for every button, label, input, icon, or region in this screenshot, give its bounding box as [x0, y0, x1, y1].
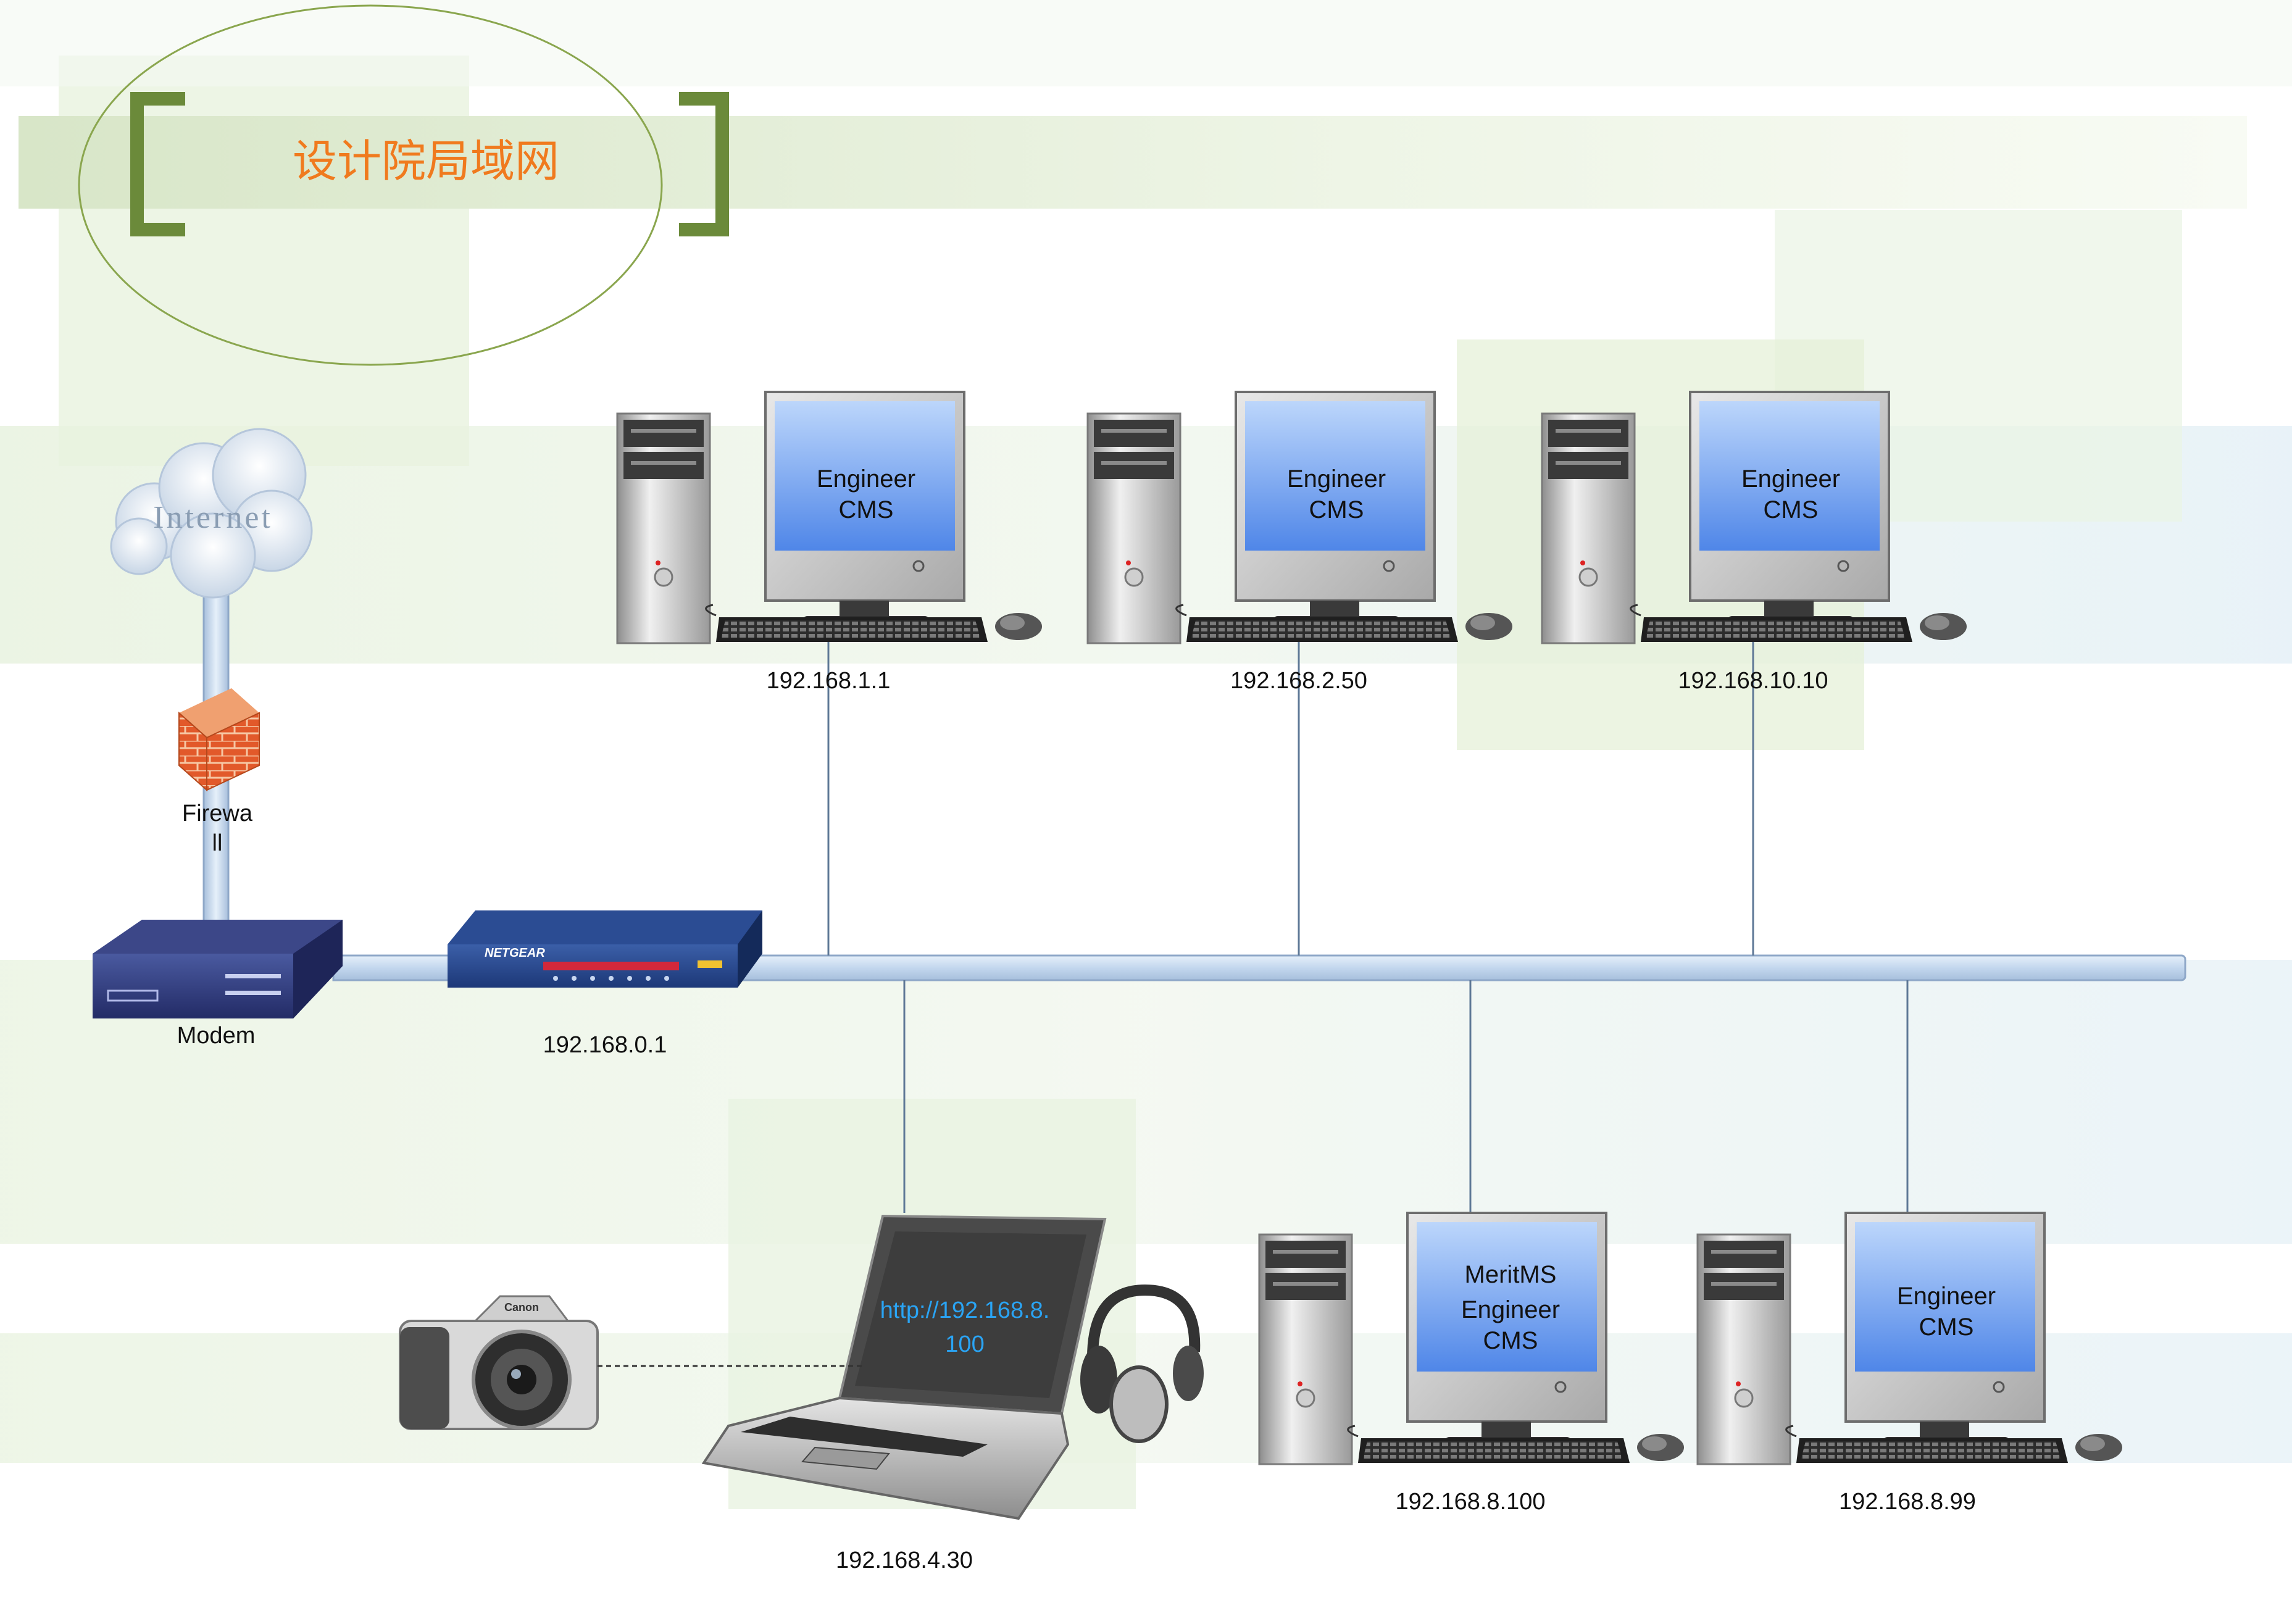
- screen-line1: MeritMS: [1465, 1261, 1557, 1288]
- laptop-screen: [855, 1231, 1086, 1398]
- screen-line3: CMS: [1483, 1327, 1538, 1354]
- screen-line2: CMS: [839, 496, 894, 523]
- computer-tower: [1086, 412, 1181, 644]
- router-icon: NETGEAR 192.168.0.1: [448, 910, 762, 1058]
- workstation-4-ip: 192.168.8.100: [1395, 1489, 1545, 1515]
- screen-line1: Engineer: [1897, 1283, 1996, 1310]
- mouse-icon: [1630, 604, 1967, 640]
- workstation-4: MeritMS Engineer CMS: [1258, 1212, 1684, 1465]
- laptop-screen-line2: 100: [945, 1331, 984, 1357]
- workstation-1-ip: 192.168.1.1: [767, 668, 891, 694]
- firewall-icon: Firewa ll: [178, 688, 260, 856]
- screen-line1: Engineer: [817, 465, 915, 493]
- camera-brand: Canon: [504, 1301, 539, 1314]
- keyboard: [716, 617, 988, 642]
- headphones-icon: [1080, 1284, 1204, 1443]
- screen-line2: Engineer: [1461, 1296, 1560, 1323]
- router-brand: NETGEAR: [485, 946, 545, 960]
- workstation-2: Engineer CMS: [1086, 391, 1512, 644]
- computer-tower: [1258, 1233, 1353, 1465]
- screen-line1: Engineer: [1287, 465, 1386, 493]
- title-area: 设计院局域网: [19, 4, 2247, 366]
- computer-tower: [1696, 1233, 1791, 1465]
- keyboard: [1186, 617, 1458, 642]
- workstation-2-ip: 192.168.2.50: [1230, 668, 1367, 694]
- title-band: [19, 116, 2247, 209]
- laptop-ip: 192.168.4.30: [836, 1547, 973, 1573]
- router-label: 192.168.0.1: [543, 1032, 667, 1058]
- laptop-screen-line1: http://192.168.8.: [880, 1297, 1050, 1323]
- workstation-3: Engineer CMS: [1541, 391, 1967, 644]
- page-title: 设计院局域网: [293, 137, 559, 186]
- firewall-label-line2: ll: [212, 830, 223, 856]
- workstation-5-ip: 192.168.8.99: [1839, 1489, 1976, 1515]
- modem-label: Modem: [177, 1023, 256, 1049]
- modem-router-link: [332, 954, 458, 981]
- right-bracket: [679, 92, 729, 236]
- screen-line2: CMS: [1309, 496, 1364, 523]
- monitor: Engineer CMS: [1844, 1212, 2046, 1451]
- computer-tower: [1541, 412, 1636, 644]
- mouse-icon: [1175, 604, 1512, 640]
- monitor: Engineer CMS: [1235, 391, 1436, 630]
- workstation-5: Engineer CMS: [1696, 1212, 2122, 1465]
- monitor: MeritMS Engineer CMS: [1406, 1212, 1607, 1451]
- screen-line2: CMS: [1919, 1314, 1974, 1341]
- computer-tower: [616, 412, 711, 644]
- title-ellipse: [78, 4, 663, 366]
- laptop-icon: http://192.168.8. 100: [701, 1214, 1107, 1520]
- workstation-1: Engineer CMS: [616, 391, 1042, 644]
- screen-line1: Engineer: [1741, 465, 1840, 493]
- camera-icon: Canon: [399, 1295, 599, 1430]
- monitor: Engineer CMS: [1689, 391, 1890, 630]
- workstation-3-ip: 192.168.10.10: [1678, 668, 1828, 694]
- modem-icon: Modem: [93, 920, 343, 1049]
- keyboard: [1796, 1438, 2068, 1463]
- mouse-icon: [1347, 1425, 1684, 1461]
- mouse-icon: [705, 604, 1042, 640]
- monitor: Engineer CMS: [764, 391, 965, 630]
- internet-cloud: Internet: [110, 428, 313, 599]
- left-bracket: [130, 92, 185, 236]
- mouse-icon: [1785, 1425, 2122, 1461]
- screen-line2: CMS: [1764, 496, 1819, 523]
- internet-label: Internet: [153, 500, 273, 535]
- firewall-label-line1: Firewa: [182, 801, 253, 827]
- keyboard: [1641, 617, 1912, 642]
- drop-lines: [827, 617, 1909, 1213]
- keyboard: [1358, 1438, 1630, 1463]
